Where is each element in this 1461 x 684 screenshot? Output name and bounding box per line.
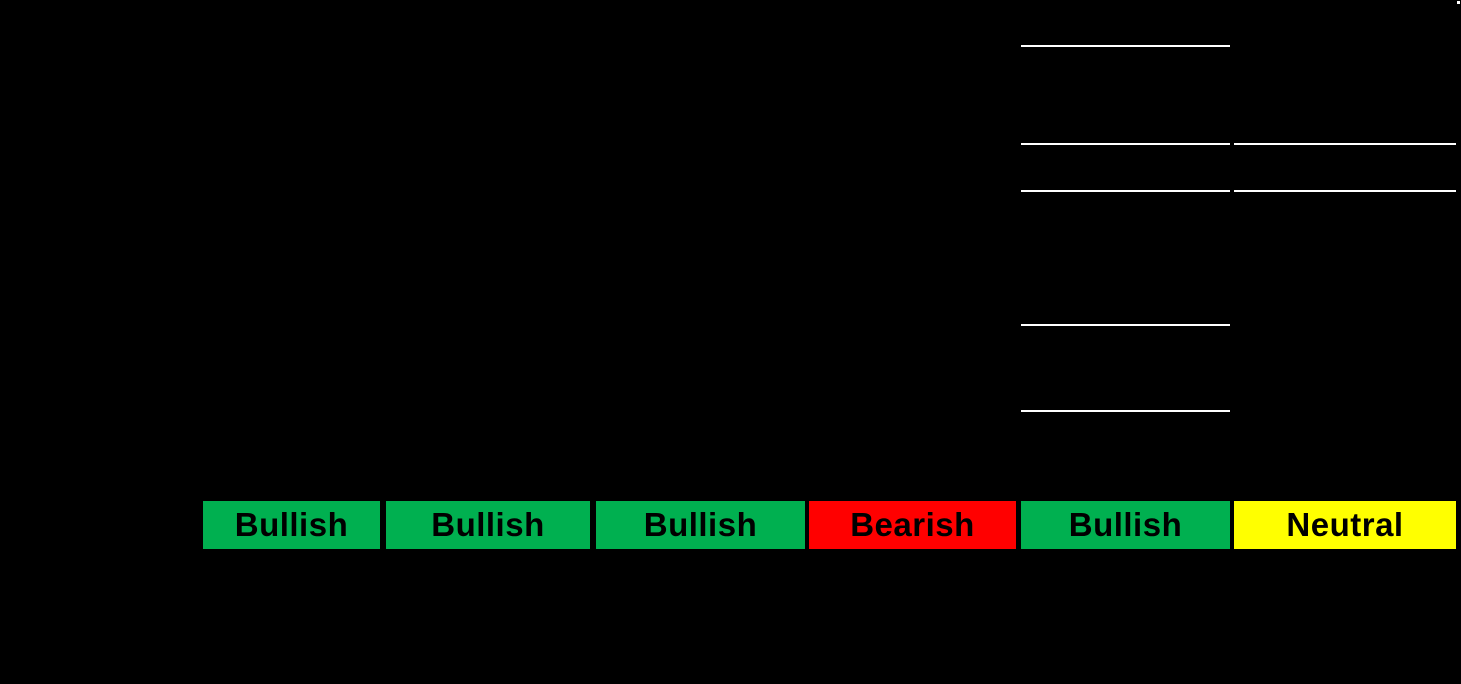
cell-border-line xyxy=(1234,190,1456,192)
signal-cell-5: Bullish xyxy=(1021,501,1230,549)
cell-border-line xyxy=(1021,45,1230,47)
cell-border-line xyxy=(1021,410,1230,412)
cell-border-line xyxy=(1021,143,1230,145)
signal-cell-3: Bullish xyxy=(596,501,805,549)
signal-cell-6: Neutral xyxy=(1234,501,1456,549)
signal-cell-2: Bullish xyxy=(386,501,590,549)
cell-border-line xyxy=(1021,324,1230,326)
cell-border-line xyxy=(1021,190,1230,192)
corner-artifact-dot xyxy=(1457,1,1460,4)
cell-border-line xyxy=(1234,143,1456,145)
signal-cell-1: Bullish xyxy=(203,501,380,549)
signal-cell-4: Bearish xyxy=(809,501,1016,549)
